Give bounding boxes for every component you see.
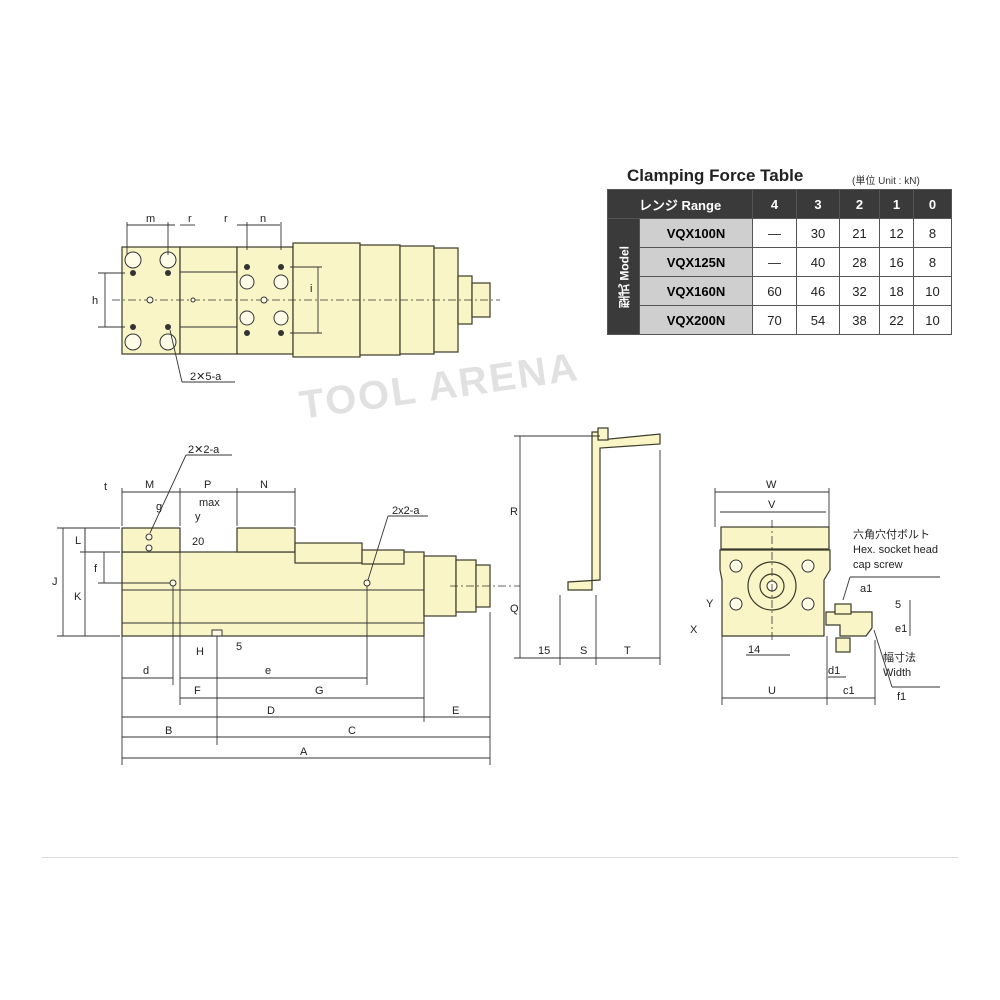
dim-L: L [75,535,81,547]
range-3: 3 [796,189,840,219]
dim-f: f [94,563,98,575]
table-unit: (単位 Unit : kN) [852,176,920,187]
dim-e: e [265,665,271,677]
dim-Q: Q [510,603,519,615]
range-1: 1 [879,189,914,219]
dim-S: S [580,645,587,657]
table-row: VQX200N 70 54 38 22 10 [608,305,952,335]
dim-a1: a1 [860,583,872,595]
dim-A: A [300,746,308,758]
dim-r: r [188,213,192,225]
range-0: 0 [913,189,952,219]
dim-N: N [260,479,268,491]
dim-d: d [143,665,149,677]
dim-P: P [204,479,211,491]
dim-H: H [196,646,204,658]
model-name: VQX160N [639,276,753,306]
dim-g: g [156,501,162,513]
cell: — [752,247,797,277]
table-title: Clamping Force Table [627,166,804,185]
cell: 8 [913,218,952,248]
dim-M: M [145,479,154,491]
cell: 12 [879,218,914,248]
dim-e1: e1 [895,623,907,635]
bolt-label-en: Hex. socket head [853,544,938,556]
cell: 40 [796,247,840,277]
cell: — [752,218,797,248]
width-label-jp: 幅寸法 [883,650,916,664]
dim-h: h [92,295,98,307]
dim-i: i [310,283,312,295]
model-name: VQX125N [639,247,753,277]
cell: 18 [879,276,914,306]
model-name: VQX100N [639,218,753,248]
range-4: 4 [752,189,797,219]
dim-R: R [510,506,518,518]
dim-K: K [74,591,82,603]
dim-c1: c1 [843,685,855,697]
holes-label-2: 2x2-a [392,505,420,517]
model-name: VQX200N [639,305,753,335]
divider [42,857,958,858]
dim-5: 5 [236,641,242,653]
dim-5: 5 [895,599,901,611]
cell: 60 [752,276,797,306]
cell: 10 [913,305,952,335]
cell: 8 [913,247,952,277]
cell: 28 [839,247,880,277]
cell: 38 [839,305,880,335]
bolt-label-jp: 六角穴付ボルト [853,527,930,541]
range-2: 2 [839,189,880,219]
clamping-force-table: レンジ Range 4 3 2 1 0 型式 Model VQX100N — 3… [607,189,952,335]
dim-C: C [348,725,356,737]
dim-V: V [768,499,776,511]
dim-m: m [146,213,155,225]
cell: 32 [839,276,880,306]
end-view: W V 六角穴付ボルト Hex. socket head cap screw a… [690,479,940,705]
handle-view: R Q 15 S T [510,427,661,665]
dim-G: G [315,685,324,697]
dim-20: 20 [192,536,204,548]
table-header-row: レンジ Range 4 3 2 1 0 [607,189,952,219]
dim-B: B [165,725,172,737]
dim-X: X [690,624,698,636]
holes-label-1: 2✕2-a [188,444,220,456]
dim-T: T [624,645,631,657]
cell: 10 [913,276,952,306]
cell: 30 [796,218,840,248]
dim-max: max [199,497,220,509]
dim-W: W [766,479,777,491]
top-view: m r r n h i 2✕5-a [92,213,500,383]
model-side-label: 型式 Model [607,218,640,335]
dim-J: J [52,576,58,588]
table-row: VQX160N 60 46 32 18 10 [608,276,952,306]
cell: 21 [839,218,880,248]
range-header: レンジ Range [607,189,753,219]
dim-f1: f1 [897,691,906,703]
dim-d1: d1 [828,665,840,677]
table-row: 型式 Model VQX100N — 30 21 12 8 [607,218,952,335]
bolt-label-en2: cap screw [853,559,903,571]
side-view: t M P max N g y 20 L J K f 2✕2-a 2x2-a H… [52,444,520,765]
dim-D: D [267,705,275,717]
cell: 22 [879,305,914,335]
dim-E: E [452,705,459,717]
dim-y: y [195,511,201,523]
dim-t: t [104,481,107,493]
dim-n: n [260,213,266,225]
cell: 54 [796,305,840,335]
cell: 70 [752,305,797,335]
cell: 16 [879,247,914,277]
dim-Y: Y [706,598,714,610]
dim-F: F [194,685,201,697]
width-label-en: Width [883,667,911,679]
dim-14: 14 [748,644,760,656]
table-row: VQX125N — 40 28 16 8 [608,247,952,277]
dim-r: r [224,213,228,225]
holes-label: 2✕5-a [190,371,222,383]
cell: 46 [796,276,840,306]
dim-U: U [768,685,776,697]
dim-15: 15 [538,645,550,657]
